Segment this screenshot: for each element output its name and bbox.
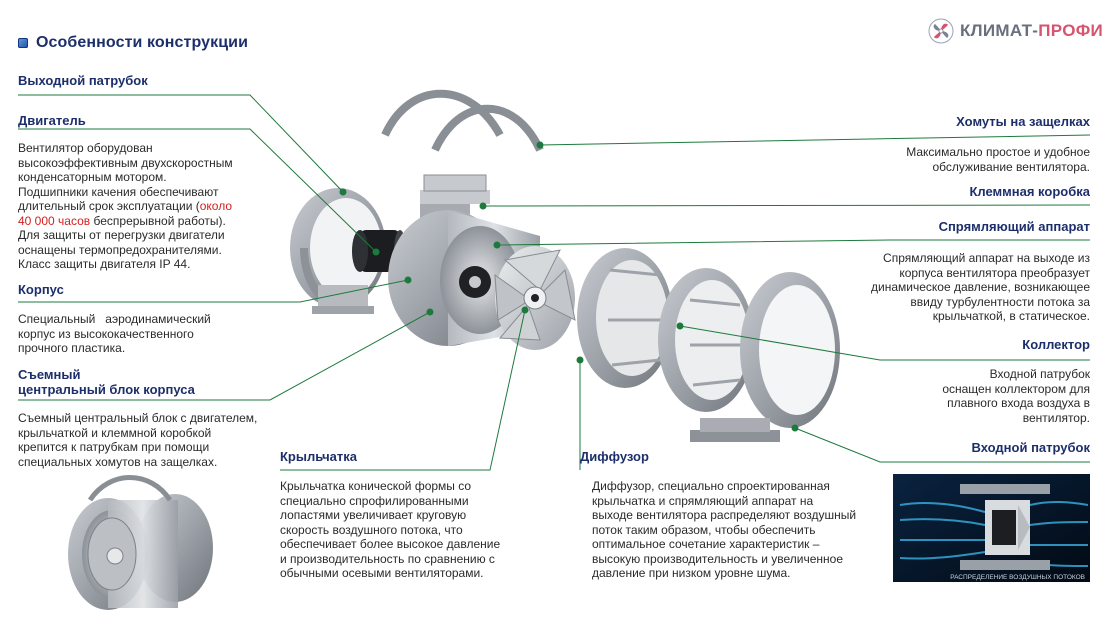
label-diffuser: Диффузор <box>580 449 649 464</box>
motor-desc-line: Подшипники качения обеспечивают <box>18 184 219 199</box>
housing-desc-line: Специальный аэродинамический <box>18 312 211 326</box>
leader-central-block <box>18 311 431 401</box>
label-central-block: Съемный центральный блок корпуса <box>18 367 195 397</box>
impeller <box>494 246 576 350</box>
motor-desc-line: длительный срок эксплуатации (около <box>18 199 278 214</box>
diffuser-desc-line: выходе вентилятора распределяют воздушны… <box>592 508 857 522</box>
straightener-description: Спрямляющий аппарат на выходе из корпуса… <box>830 251 1090 324</box>
impeller-desc-line: Крыльчатка конической формы со <box>280 479 472 493</box>
motor-desc-text: беспрерывной работы). <box>90 213 226 228</box>
straightener <box>658 268 754 412</box>
housing-description: Специальный аэродинамический корпус из в… <box>18 312 258 356</box>
motor-desc-line: Класс защиты двигателя IP 44. <box>18 257 191 271</box>
label-central-block-line: Съемный <box>18 367 81 382</box>
clamps-description: Максимально простое и удобное обслуживан… <box>850 145 1090 174</box>
leader-collector <box>679 325 1090 361</box>
diffuser-desc-line: высокую производительность и увеличенное <box>592 551 843 566</box>
collector-desc-line: плавного входа воздуха в <box>947 396 1090 410</box>
airflow-visual: РАСПРЕДЕЛЕНИЕ ВОЗДУШНЫХ ПОТОКОВ <box>893 474 1090 582</box>
diffuser-desc-line: Диффузор, специально спроектированная <box>592 479 830 493</box>
motor-desc-line: оснащены термопредохранителями. <box>18 242 222 257</box>
straightener-desc-line: крыльчаткой, в статическое. <box>932 309 1090 323</box>
leader-straightener <box>496 239 1090 246</box>
impeller-desc-line: лопастями увеличивает круговую <box>280 508 467 522</box>
leader-clamps <box>539 134 1091 146</box>
motor-desc-line: Для защиты от перегрузки двигатели <box>18 228 225 242</box>
label-outlet-pipe: Выходной патрубок <box>18 73 148 88</box>
leader-inlet <box>794 427 1090 463</box>
motor-desc-line: Вентилятор оборудован <box>18 141 153 155</box>
brand-name-accent: ПРОФИ <box>1038 21 1104 40</box>
housing-desc-line: прочного пластика. <box>18 341 126 355</box>
title-bullet-icon <box>18 38 28 48</box>
brand-name: КЛИМАТ-ПРОФИ <box>960 21 1103 41</box>
motor-lifetime-highlight: около <box>199 199 233 213</box>
motor-description: Вентилятор оборудован высокоэффективным … <box>18 141 278 272</box>
central-block-desc-line: специальных хомутов на защелках. <box>18 454 218 469</box>
fan-logo-icon <box>928 18 954 44</box>
motor-lifetime-hours: 40 000 часов <box>18 213 91 228</box>
motor-desc-line: 40 000 часов беспрерывной работы). <box>18 214 278 229</box>
leader-housing <box>18 279 409 303</box>
label-clamps: Хомуты на защелках <box>956 114 1090 129</box>
label-collector: Коллектор <box>1022 337 1090 352</box>
leader-motor <box>18 128 377 253</box>
collector-desc-line: Входной патрубок <box>989 367 1090 381</box>
collector-desc-line: оснащен коллектором для <box>942 381 1090 396</box>
central-block-desc-line: крыльчаткой и клеммной коробкой <box>18 425 212 440</box>
diffuser-description: Диффузор, специально спроектированная кр… <box>592 479 882 581</box>
leader-dots <box>339 141 799 432</box>
label-motor: Двигатель <box>18 113 86 128</box>
motor-desc-text: длительный срок эксплуатации ( <box>18 199 200 213</box>
label-housing: Корпус <box>18 282 64 297</box>
diffuser-desc-line: крыльчатка и спрямляющий аппарат на <box>592 493 814 508</box>
label-terminal-box: Клеммная коробка <box>969 184 1090 199</box>
label-straightener: Спрямляющий аппарат <box>938 219 1090 234</box>
airflow-caption: РАСПРЕДЕЛЕНИЕ ВОЗДУШНЫХ ПОТОКОВ <box>950 574 1085 581</box>
clamps <box>381 89 544 192</box>
straightener-desc-line: ввиду турбулентности потока за <box>910 294 1090 309</box>
page-title-group: Особенности конструкции <box>18 34 248 52</box>
diffuser-desc-line: поток таким образом, чтобы обеспечить <box>592 522 816 537</box>
impeller-desc-line: обычными осевыми вентиляторами. <box>280 566 484 580</box>
straightener-desc-line: корпуса вентилятора преобразует <box>899 265 1090 280</box>
label-inlet-pipe: Входной патрубок <box>971 440 1090 455</box>
inlet-pipe <box>690 272 840 442</box>
motor-desc-line: конденсаторным мотором. <box>18 170 167 184</box>
impeller-desc-line: и производительность по сравнению с <box>280 551 495 566</box>
label-central-block-line: центральный блок корпуса <box>18 382 195 397</box>
outlet-pipe <box>290 188 386 314</box>
collector-description: Входной патрубок оснащен коллектором для… <box>890 367 1090 425</box>
central-block-desc-line: Съемный центральный блок с двигателем, <box>18 411 258 425</box>
impeller-desc-line: скорость воздушного потока, что <box>280 522 463 537</box>
diffuser-desc-line: давление при низком уровне шума. <box>592 566 791 580</box>
clamps-desc-line: обслуживание вентилятора. <box>932 159 1091 174</box>
diffuser-desc-line: оптимальное сочетание характеристик – <box>592 537 820 551</box>
central-block-desc-line: крепится к патрубкам при помощи <box>18 440 210 454</box>
impeller-description: Крыльчатка конической формы со специальн… <box>280 479 530 581</box>
impeller-desc-line: обеспечивает более высокое давление <box>280 537 501 551</box>
brand-name-main: КЛИМАТ- <box>960 21 1039 40</box>
assembled-fan-photo <box>68 475 215 630</box>
leader-lines <box>18 94 1091 471</box>
collector-desc-line: вентилятор. <box>1022 410 1090 425</box>
diffuser <box>577 248 673 388</box>
motor-desc-line: высокоэффективным двухскоростным <box>18 155 233 170</box>
leader-terminal-box <box>482 204 1091 207</box>
housing-desc-line: корпус из высококачественного <box>18 326 194 341</box>
page-title: Особенности конструкции <box>36 34 249 51</box>
central-block-description: Съемный центральный блок с двигателем, к… <box>18 411 288 469</box>
clamps-desc-line: Максимально простое и удобное <box>906 145 1090 159</box>
impeller-desc-line: специально спрофилированными <box>280 493 469 508</box>
brand-logo: КЛИМАТ-ПРОФИ <box>928 18 1103 44</box>
label-impeller: Крыльчатка <box>280 449 357 464</box>
leader-outlet <box>18 94 344 193</box>
straightener-desc-line: Спрямляющий аппарат на выходе из <box>883 251 1090 265</box>
straightener-desc-line: динамическое давление, возникающее <box>871 280 1090 294</box>
leader-impeller <box>280 309 526 471</box>
